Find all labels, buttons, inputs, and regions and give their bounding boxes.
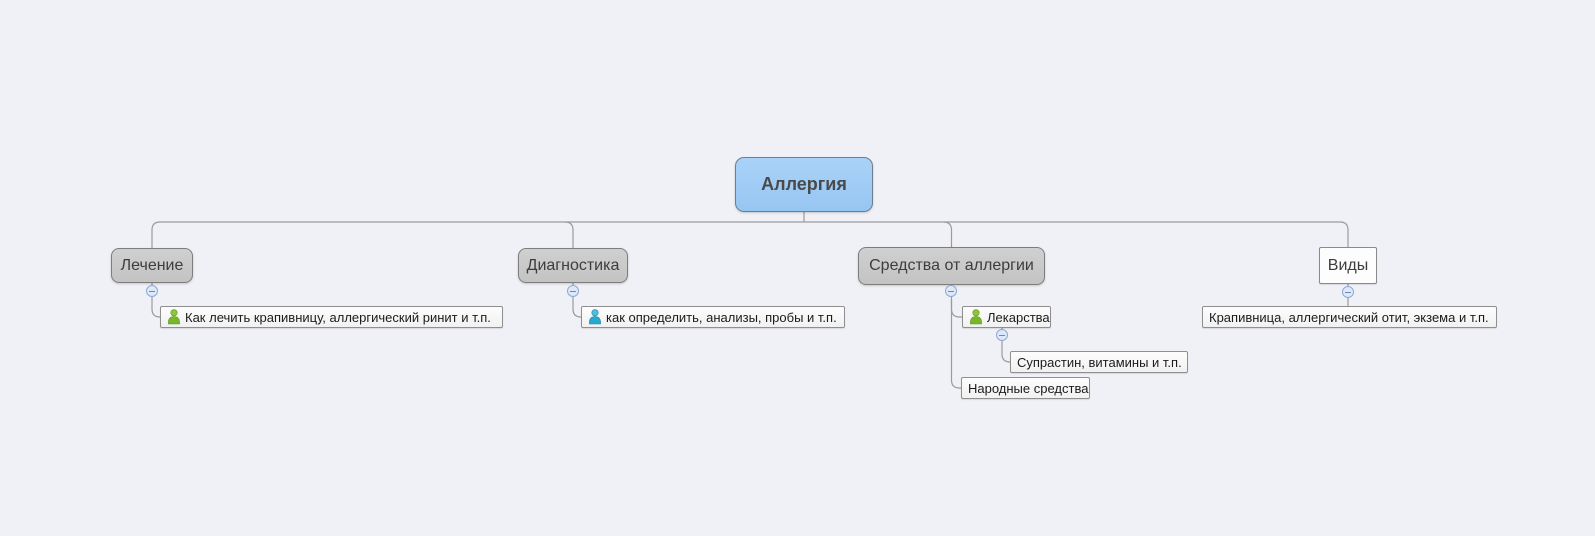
minus-dash — [1345, 291, 1351, 293]
minus-circle-icon[interactable] — [996, 329, 1008, 341]
connector — [151, 283, 161, 318]
node-child-lekarstva[interactable]: Лекарства — [962, 306, 1051, 328]
person-green-icon[interactable] — [167, 309, 181, 325]
person-blue-icon[interactable] — [588, 309, 602, 325]
minus-dash — [948, 290, 954, 292]
minus-dash — [570, 290, 576, 292]
node-label: Как лечить крапивницу, аллергический рин… — [185, 309, 491, 325]
connector — [151, 221, 1349, 248]
connector — [950, 300, 961, 389]
node-label: как определить, анализы, пробы и т.п. — [606, 309, 837, 325]
node-label: Супрастин, витамины и т.п. — [1017, 354, 1182, 370]
node-topic-sredstva[interactable]: Средства от аллергии — [858, 247, 1045, 285]
node-child-narodnye-sredstva[interactable]: Народные средства — [961, 377, 1090, 399]
node-label: Средства от аллергии — [869, 257, 1034, 274]
minus-circle-icon[interactable] — [567, 285, 579, 297]
minus-circle-icon[interactable] — [1342, 286, 1354, 298]
node-root[interactable]: Аллергия — [735, 157, 873, 212]
node-label: Лекарства — [987, 309, 1050, 325]
node-label: Крапивница, аллергический отит, экзема и… — [1209, 309, 1489, 325]
node-topic-lechenie[interactable]: Лечение — [111, 248, 193, 283]
connector — [1001, 328, 1011, 363]
node-label: Аллергия — [761, 174, 847, 194]
connector — [564, 221, 574, 248]
node-child-suprastin[interactable]: Супрастин, витамины и т.п. — [1010, 351, 1188, 373]
node-topic-vidy[interactable]: Виды — [1319, 247, 1377, 284]
node-label: Народные средства — [968, 380, 1089, 396]
person-green-icon[interactable] — [969, 309, 983, 325]
node-child-krapivnitsa[interactable]: Крапивница, аллергический отит, экзема и… — [1202, 306, 1497, 328]
minus-circle-icon[interactable] — [945, 285, 957, 297]
node-topic-diagnostika[interactable]: Диагностика — [518, 248, 628, 283]
minus-dash — [999, 334, 1005, 336]
node-child-kak-opredelit[interactable]: как определить, анализы, пробы и т.п. — [581, 306, 845, 328]
minus-circle-icon[interactable] — [146, 285, 158, 297]
minus-dash — [149, 290, 155, 292]
node-child-kak-lechit[interactable]: Как лечить крапивницу, аллергический рин… — [160, 306, 503, 328]
node-label: Диагностика — [526, 256, 620, 274]
node-label: Виды — [1327, 256, 1369, 274]
connector — [572, 283, 582, 318]
connector — [943, 221, 953, 247]
node-label: Лечение — [120, 256, 184, 274]
